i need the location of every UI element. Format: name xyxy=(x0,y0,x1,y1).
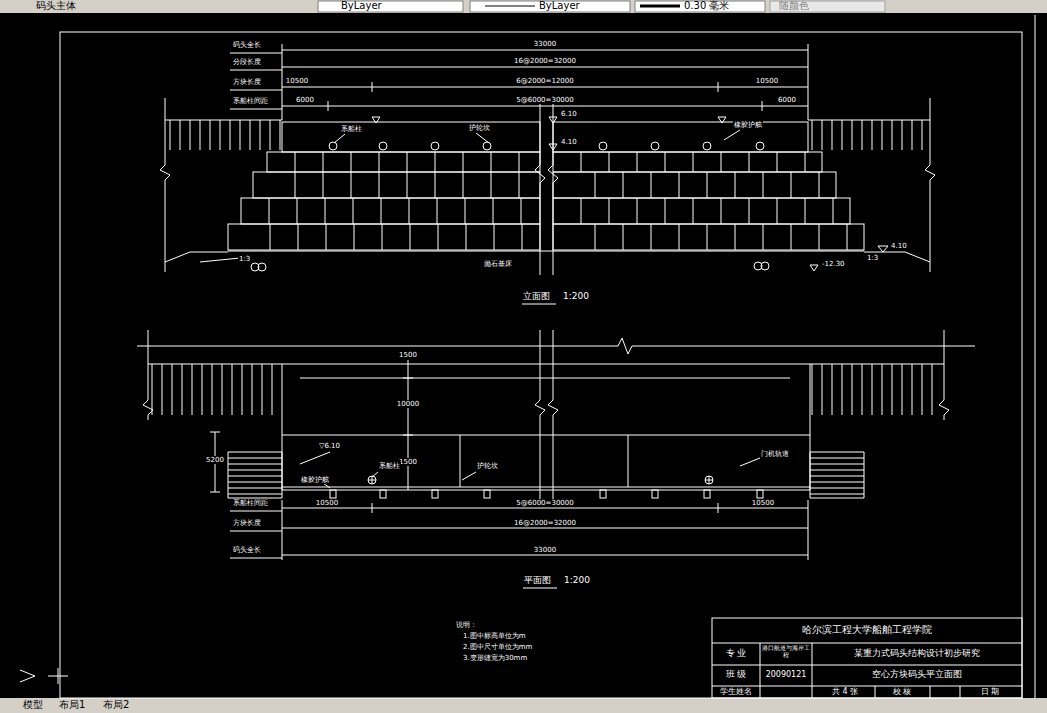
combo-box xyxy=(470,1,630,12)
dimension-text: 6000 xyxy=(295,96,315,104)
dimension-text: 1500 xyxy=(398,458,418,466)
wharf-cap xyxy=(282,122,808,152)
part-name: 护轮坎 xyxy=(476,462,499,470)
view-scale: 1:200 xyxy=(563,575,591,585)
tab-bar xyxy=(0,698,1047,713)
plotstyle-setting: 随颜色 xyxy=(778,0,810,12)
color-setting: ByLayer xyxy=(340,0,383,12)
dimension-text: 10500 xyxy=(285,77,309,85)
dimension-text: 10500 xyxy=(315,499,339,507)
drawing-frame xyxy=(60,32,1022,698)
dimension-text: 10000 xyxy=(396,400,420,408)
fender-symbol xyxy=(651,142,659,150)
slope-ratio: 1:3 xyxy=(238,255,251,263)
part-name: 抛石基床 xyxy=(483,260,513,268)
dimension-text: 1500 xyxy=(398,351,418,359)
combo-box xyxy=(318,1,463,12)
tab-label: 布局1 xyxy=(58,699,86,711)
part-name: 橡胶护舷 xyxy=(733,121,763,129)
backfill-hatch xyxy=(152,120,932,494)
part-name: 橡胶护舷 xyxy=(300,476,330,484)
leader-line xyxy=(334,130,740,143)
table-cell: 某重力式码头结构设计初步研究 xyxy=(853,648,981,658)
tab-label: 模型 xyxy=(22,699,44,711)
table-cell: 20090121 xyxy=(765,670,808,679)
dimension-text: 6@2000=12000 xyxy=(515,77,574,85)
dim-row-label: 方块长度 xyxy=(232,78,262,86)
fender-symbol xyxy=(329,142,337,150)
elevation-dimensions xyxy=(230,44,808,120)
dim-row-label: 码头全长 xyxy=(232,41,262,49)
plan-leader xyxy=(300,452,760,488)
table-cell: 校 核 xyxy=(892,687,913,696)
plan-fender xyxy=(330,490,763,498)
dim-row-label: 系船柱间距 xyxy=(232,499,269,507)
elevation-mark: ▽6.10 xyxy=(318,442,341,450)
fender-symbol xyxy=(703,142,711,150)
note-text: 2.图中尺寸单位为mm xyxy=(462,643,533,651)
note-text: 1.图中标高单位为m xyxy=(462,632,527,640)
part-name: 门机轨道 xyxy=(760,450,790,458)
part-name: 护轮坎 xyxy=(468,124,491,132)
dimension-text: 5@6000=30000 xyxy=(515,96,574,104)
table-cell: 班 级 xyxy=(725,669,748,679)
linetype-sample xyxy=(485,6,535,7)
fender-symbol xyxy=(599,142,607,150)
table-cell: 学生姓名 xyxy=(719,687,753,696)
elevation-mark: 4.10 xyxy=(560,138,578,146)
view-title: 立面图 xyxy=(522,291,551,301)
lineweight-setting: 0.30 毫米 xyxy=(683,0,730,12)
plan-outline xyxy=(137,330,975,500)
tab-label: 布局2 xyxy=(102,699,130,711)
title-underline xyxy=(522,304,556,305)
linetype-setting: ByLayer xyxy=(538,0,581,12)
combo-box xyxy=(635,1,765,12)
dimension-text: 33000 xyxy=(533,546,557,554)
fender-symbol xyxy=(431,142,439,150)
dimension-text: 10500 xyxy=(751,499,775,507)
dimension-text: 10500 xyxy=(755,77,779,85)
part-name: 系船柱 xyxy=(378,462,401,470)
dimension-text: 16@2000=32000 xyxy=(513,519,577,527)
dim-row-label: 码头全长 xyxy=(232,546,262,554)
table-cell: 空心方块码头平立面图 xyxy=(871,669,963,679)
view-title: 平面图 xyxy=(523,575,552,585)
lineweight-sample xyxy=(640,5,680,8)
table-cell: 专 业 xyxy=(725,648,748,658)
fender-symbol xyxy=(756,142,764,150)
elevation-mark: 6.10 xyxy=(560,110,578,118)
plan-dimensions xyxy=(230,500,808,560)
dimension-text: 6000 xyxy=(777,96,797,104)
ucs-icon xyxy=(20,668,68,684)
dimension-text: 16@2000=32000 xyxy=(513,57,577,65)
elevation-ground xyxy=(160,98,935,275)
fender-symbol xyxy=(483,142,491,150)
outer-frame xyxy=(1035,15,1036,698)
title-underline xyxy=(523,588,557,589)
table-cell: 共 4 张 xyxy=(831,687,859,696)
dimension-text: 5@6000=30000 xyxy=(515,499,574,507)
table-cell: 港口航道与海岸工程 xyxy=(761,645,811,659)
elevation-mark: 4.10 xyxy=(890,242,908,250)
note-text: 3.变形缝宽为30mm xyxy=(462,654,528,662)
dimension-text: 5200 xyxy=(205,456,225,464)
fender-symbol xyxy=(379,142,387,150)
table-cell: 日 期 xyxy=(980,687,1001,696)
toolbar xyxy=(0,0,1047,13)
dim-row-label: 系船柱间距 xyxy=(232,97,269,105)
note-heading: 说明： xyxy=(455,621,478,629)
combo-box xyxy=(770,1,885,12)
block-courses xyxy=(228,152,864,250)
dim-row-label: 方块长度 xyxy=(232,519,262,527)
elevation-mark: -12.30 xyxy=(821,260,846,268)
slope-ratio: 1:3 xyxy=(866,254,879,262)
view-scale: 1:200 xyxy=(562,291,590,301)
school-name: 哈尔滨工程大学船舶工程学院 xyxy=(801,624,933,636)
title-block xyxy=(712,618,1022,698)
dim-row-label: 分段长度 xyxy=(232,58,262,66)
part-name: 系船柱 xyxy=(340,125,363,133)
layer-name: 码头主体 xyxy=(35,0,77,12)
dimension-text: 33000 xyxy=(533,40,557,48)
